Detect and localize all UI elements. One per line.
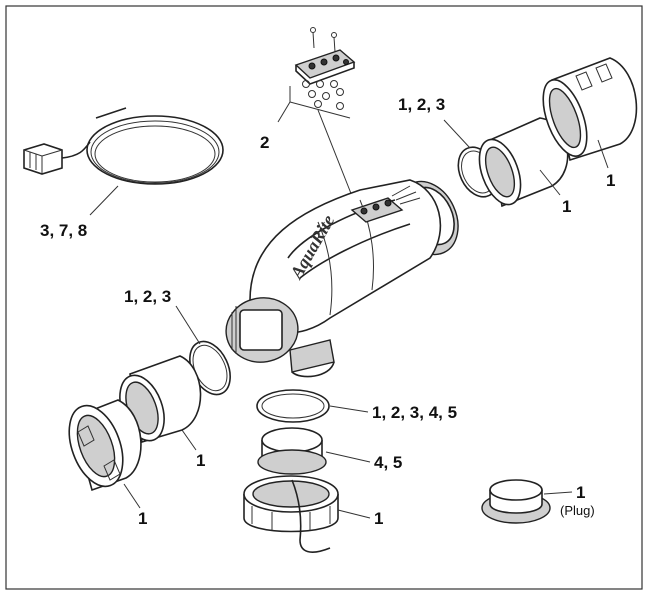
right-union-parts [443, 57, 638, 208]
plug-part [481, 479, 573, 524]
label-bottom-nut: 1 [374, 509, 384, 528]
label-union-insert-right: 1 [562, 197, 572, 216]
label-oring-left: 1, 2, 3 [124, 287, 172, 306]
label-terminal-kit: 2 [260, 133, 270, 152]
label-oring-right: 1, 2, 3 [398, 95, 446, 114]
bottom-port-parts [243, 389, 371, 553]
label-cable: 3, 7, 8 [40, 221, 88, 240]
salt-cell-body: AquaRite [225, 179, 459, 378]
label-union-insert-left: 1 [196, 451, 206, 470]
label-oring-bottom: 1, 2, 3, 4, 5 [372, 403, 458, 422]
label-sensor-insert: 4, 5 [374, 453, 403, 472]
frame-border [5, 5, 643, 590]
terminal-cover-kit [277, 27, 356, 197]
cell-cable [23, 107, 224, 216]
label-plug-caption: (Plug) [560, 503, 595, 518]
label-union-nut-left: 1 [138, 509, 148, 528]
label-union-nut-right: 1 [606, 171, 616, 190]
label-plug-number: 1 [576, 483, 586, 502]
left-union-parts [68, 305, 231, 509]
